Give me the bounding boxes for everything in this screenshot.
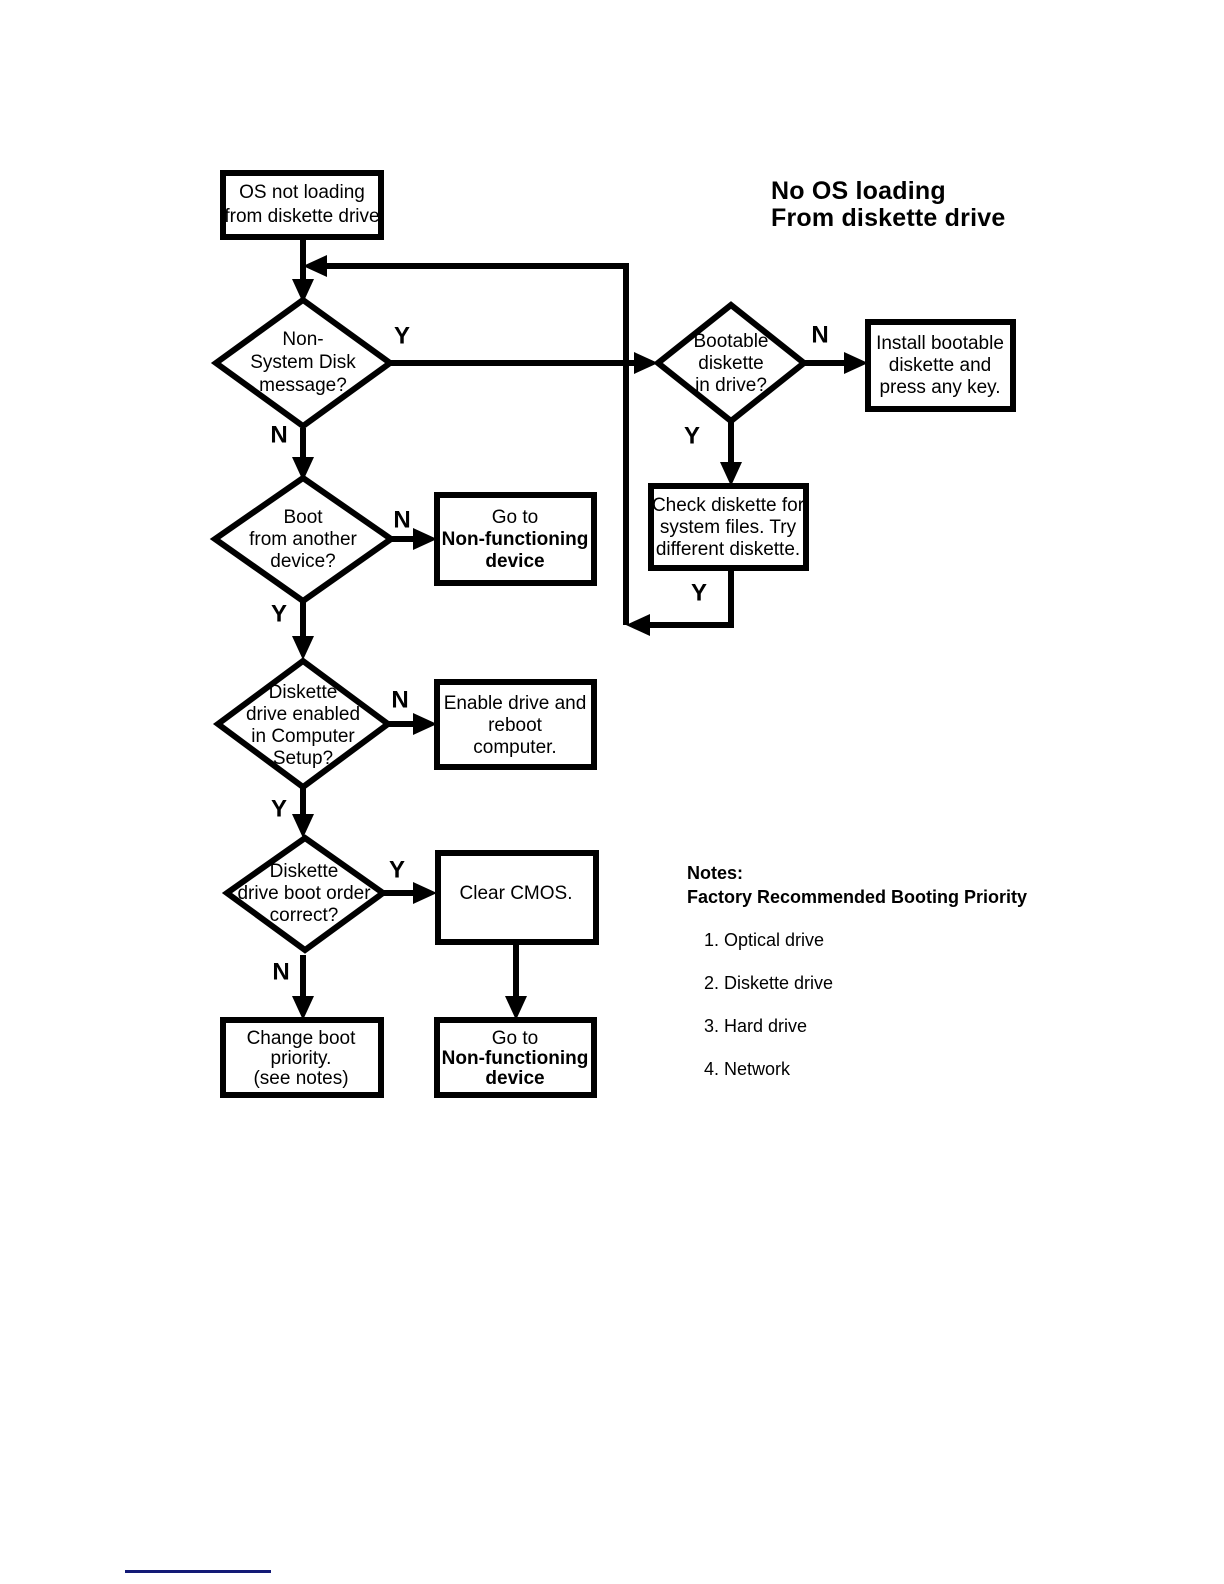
node-check-diskette[interactable]: Check diskette for system files. Try dif… [648, 483, 809, 571]
node-goto-nonfunctioning-1[interactable]: Go to Non-functioning device [434, 492, 597, 586]
connector-bootable-no [804, 352, 868, 374]
node-goto-nonfunctioning-1-line-2: Non-functioning [442, 529, 589, 550]
node-goto-nonfunctioning-2[interactable]: Go to Non-functioning device [434, 1017, 597, 1098]
node-diskette-drive-enabled-line-1: Diskette [269, 682, 338, 703]
node-start-line-2: from diskette drive [224, 206, 379, 227]
node-boot-order-correct[interactable]: Diskette drive boot order correct? [221, 834, 389, 954]
branch-label-bootable-no: N [811, 321, 828, 348]
node-clear-cmos-line-1: Clear CMOS. [460, 883, 573, 904]
node-non-system-disk-line-2: System Disk [250, 352, 356, 373]
branch-label-bootable-yes: Y [684, 422, 700, 449]
node-change-boot-priority-line-1: Change boot [247, 1028, 357, 1049]
node-diskette-drive-enabled-line-3: in Computer [251, 726, 355, 747]
branch-label-bootanother-no: N [393, 506, 410, 533]
node-enable-drive[interactable]: Enable drive and reboot computer. [434, 679, 597, 770]
node-change-boot-priority-line-3: (see notes) [253, 1068, 348, 1089]
connector-nonsystem-yes [390, 352, 658, 374]
diagram-title-line2: From diskette drive [771, 204, 1005, 232]
branch-label-nonsystem-no: N [270, 421, 287, 448]
connector-nonsystem-no [292, 428, 314, 481]
node-goto-nonfunctioning-1-line-1: Go to [492, 507, 538, 528]
node-check-diskette-line-2: system files. Try [660, 517, 797, 538]
node-goto-nonfunctioning-2-line-1: Go to [492, 1028, 538, 1049]
branch-label-bootorder-no: N [272, 958, 289, 985]
node-enable-drive-line-3: computer. [473, 737, 556, 758]
notes-subheading: Factory Recommended Booting Priority [687, 887, 1027, 907]
node-change-boot-priority[interactable]: Change boot priority. (see notes) [220, 1017, 384, 1098]
notes-panel: Notes: Factory Recommended Booting Prior… [687, 863, 1027, 1079]
node-boot-another-device-line-1: Boot [283, 507, 323, 528]
node-goto-nonfunctioning-2-line-2: Non-functioning [442, 1048, 589, 1069]
branch-label-diskette-enabled-no: N [391, 686, 408, 713]
notes-item-3: 3. Hard drive [704, 1016, 807, 1036]
diagram-title-line1: No OS loading [771, 177, 946, 205]
node-non-system-disk[interactable]: Non- System Disk message? [210, 296, 396, 430]
notes-item-1: 1. Optical drive [704, 930, 824, 950]
node-bootable-diskette[interactable]: Bootable diskette in drive? [653, 301, 809, 425]
node-install-bootable-line-2: diskette and [889, 355, 991, 376]
connector-diskette-enabled-yes [292, 788, 314, 838]
notes-item-2: 2. Diskette drive [704, 973, 833, 993]
node-check-diskette-line-1: Check diskette for [652, 495, 805, 516]
node-enable-drive-line-1: Enable drive and [444, 693, 587, 714]
node-boot-another-device-line-3: device? [270, 551, 336, 572]
branch-label-bootanother-yes: Y [271, 600, 287, 627]
connector-clearcmos-to-nonfunctioning [505, 942, 527, 1020]
node-clear-cmos[interactable]: Clear CMOS. [435, 850, 599, 945]
notes-item-4: 4. Network [704, 1059, 791, 1079]
node-non-system-disk-line-3: message? [259, 375, 347, 396]
node-diskette-drive-enabled-line-4: Setup? [273, 748, 333, 769]
node-goto-nonfunctioning-2-line-3: device [485, 1068, 544, 1089]
notes-heading: Notes: [687, 863, 743, 883]
node-goto-nonfunctioning-1-line-3: device [485, 551, 544, 572]
branch-label-nonsystem-yes: Y [394, 322, 410, 349]
node-boot-another-device[interactable]: Boot from another device? [209, 474, 397, 605]
node-bootable-diskette-line-1: Bootable [693, 331, 768, 352]
branch-label-checkdiskette-loop: Y [691, 579, 707, 606]
connector-diskette-enabled-no [388, 713, 437, 735]
connector-bootorder-yes [383, 882, 437, 904]
node-boot-order-correct-line-1: Diskette [270, 861, 339, 882]
branch-label-bootorder-yes: Y [389, 856, 405, 883]
node-diskette-drive-enabled-line-2: drive enabled [246, 704, 360, 725]
node-install-bootable[interactable]: Install bootable diskette and press any … [865, 319, 1016, 412]
connector-feedback-loop [303, 255, 629, 625]
branch-label-diskette-enabled-yes: Y [271, 795, 287, 822]
node-check-diskette-line-3: different diskette. [656, 539, 800, 560]
node-bootable-diskette-line-2: diskette [698, 353, 763, 374]
node-diskette-drive-enabled[interactable]: Diskette drive enabled in Computer Setup… [212, 657, 394, 791]
connector-bootanother-yes [292, 601, 314, 660]
footer-divider-rule [125, 1570, 271, 1573]
node-install-bootable-line-3: press any key. [879, 377, 1000, 398]
node-bootable-diskette-line-3: in drive? [695, 375, 767, 396]
node-boot-another-device-line-2: from another [249, 529, 357, 550]
connector-bootorder-no [292, 955, 314, 1020]
node-start-line-1: OS not loading [239, 182, 365, 203]
node-start[interactable]: OS not loading from diskette drive [220, 170, 384, 240]
connector-bootanother-no [391, 528, 437, 550]
node-install-bootable-line-1: Install bootable [876, 333, 1004, 354]
node-change-boot-priority-line-2: priority. [271, 1048, 332, 1069]
connector-checkdiskette-loop [626, 568, 734, 636]
node-enable-drive-line-2: reboot [488, 715, 543, 736]
node-boot-order-correct-line-2: drive boot order [237, 883, 371, 904]
node-non-system-disk-line-1: Non- [282, 329, 323, 350]
connector-start-to-nonsystem [292, 237, 314, 303]
connector-bootable-yes [720, 421, 742, 486]
node-boot-order-correct-line-3: correct? [270, 905, 339, 926]
